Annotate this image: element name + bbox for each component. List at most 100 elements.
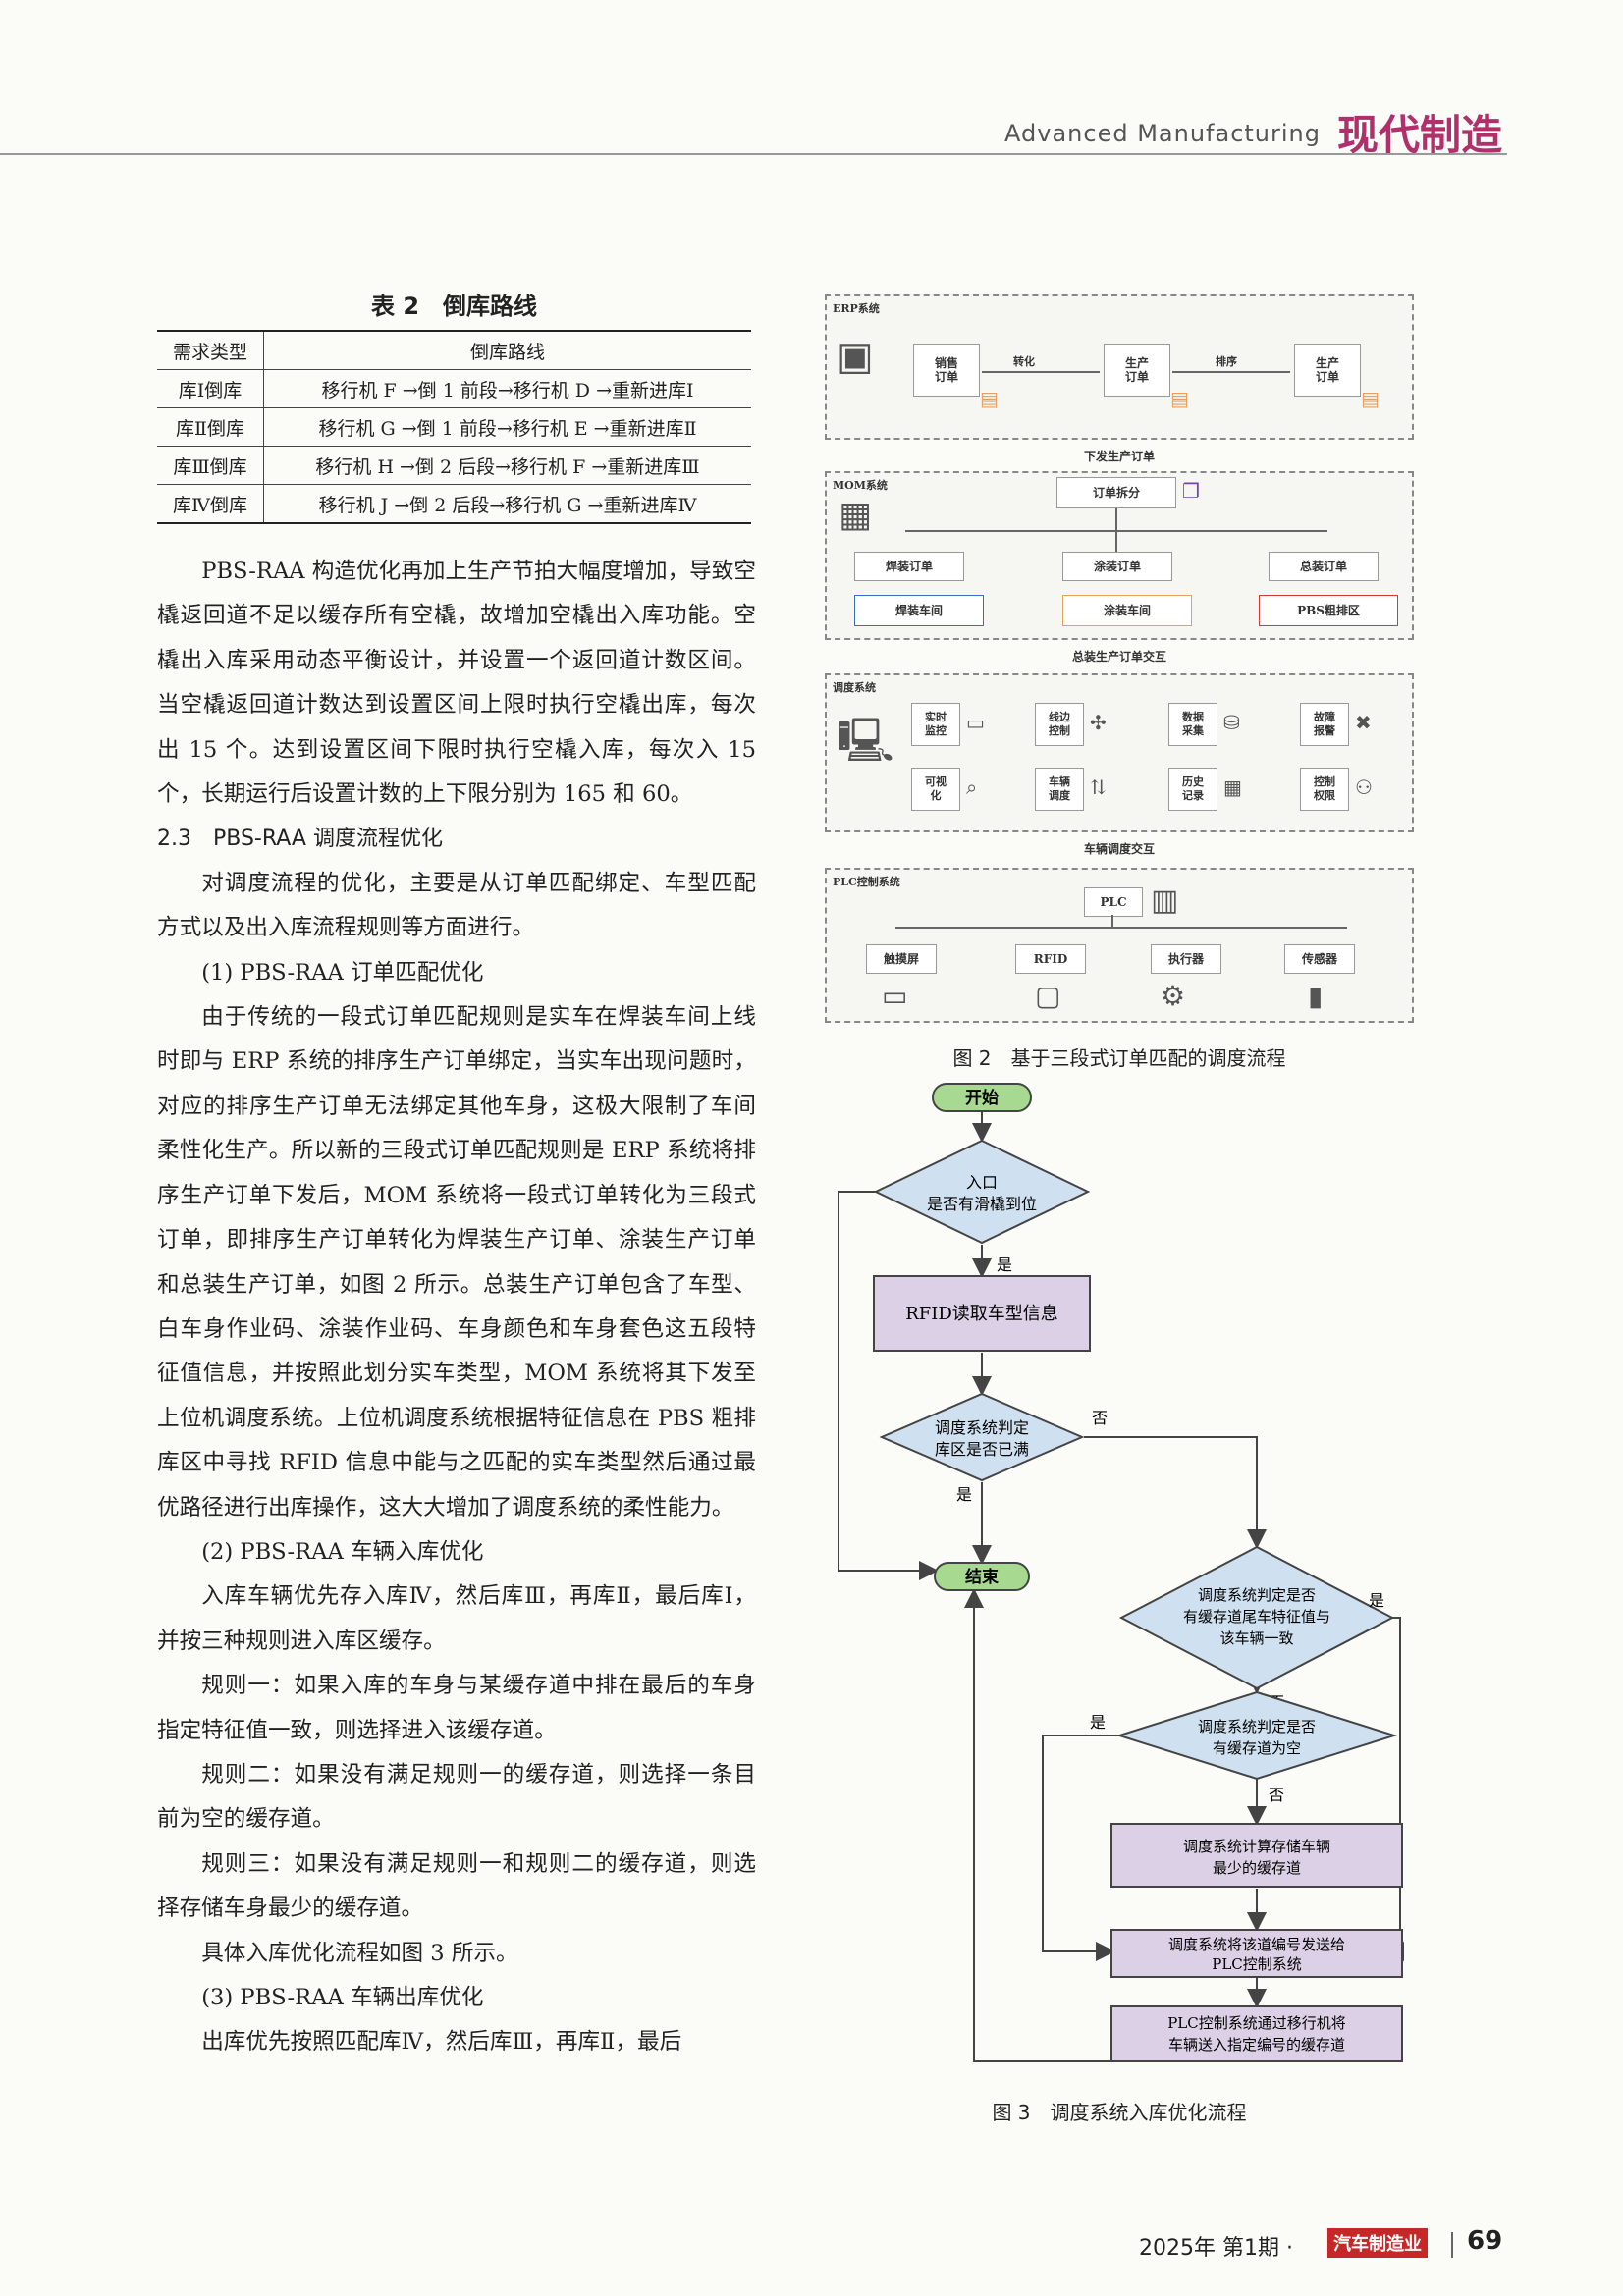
- actuator-box: 执行器: [1151, 944, 1221, 974]
- rfid-read-label: RFID读取车型信息: [905, 1304, 1058, 1324]
- plc-transfer-process: [1110, 2005, 1403, 2062]
- close-icon: ✖: [1355, 711, 1372, 734]
- decision-text-line: 入口: [966, 1173, 998, 1192]
- touchscreen-box: 触摸屏: [866, 944, 937, 974]
- vehicle-dispatch-box: 车辆 调度: [1035, 768, 1084, 811]
- paragraph: 规则一：如果入库的车身与某缓存道中排在最后的车身指定特征值一致，则选择进入该缓存…: [157, 1673, 756, 1743]
- table-cell: 库Ⅲ倒库: [157, 446, 264, 485]
- area-full-decision: [879, 1392, 1085, 1482]
- visual-box: 可视 化: [911, 768, 960, 811]
- magazine-logo: 汽车制造业: [1327, 2228, 1428, 2258]
- production-order-box: 生产 订单: [1294, 344, 1361, 397]
- mom-system-label: MOM系统: [833, 479, 888, 492]
- empty-lane-decision: [1115, 1690, 1398, 1781]
- arrow: [895, 927, 1347, 929]
- users-icon: ⚇: [1355, 775, 1373, 799]
- table-header-cell: 倒库路线: [263, 331, 751, 370]
- issue-order-link: 下发生产订单: [1083, 450, 1155, 463]
- header-chinese-title: 现代制造: [1337, 111, 1503, 159]
- monitor-box: 实时 监控: [911, 703, 960, 746]
- mom-system-block: MOM系统 ▦ 订单拆分 ❐ 焊装订单 涂装订单 总装订单 焊装车间 涂装车间 …: [825, 471, 1414, 640]
- yes-label: 是: [956, 1485, 972, 1504]
- monitor-icon: ▭: [966, 711, 985, 734]
- table-row: 库Ⅱ倒库 移行机 G →倒 1 前段→移行机 E →重新进库Ⅱ: [157, 407, 751, 447]
- start-terminator: [932, 1083, 1032, 1112]
- rfid-read-process: [873, 1275, 1091, 1352]
- move-icon: ✣: [1090, 711, 1107, 734]
- table-header-cell: 需求类型: [157, 331, 264, 370]
- decision-text-line: 有缓存道为空: [1213, 1739, 1301, 1757]
- issue-label: 2025年 第1期 ·: [1139, 2236, 1293, 2261]
- table-row: 库Ⅰ倒库 移行机 F →倒 1 前段→移行机 D →重新进库Ⅰ: [157, 369, 751, 408]
- search-icon: ⌕: [966, 775, 978, 799]
- decision-text-line: 调度系统判定是否: [1198, 1586, 1316, 1604]
- send-lane-process: [1110, 1929, 1403, 1978]
- database-server-icon: ▦: [839, 495, 873, 535]
- order-split-box: 订单拆分: [1056, 477, 1176, 508]
- paragraph: PBS-RAA 构造优化再加上生产节拍大幅度增加，导致空橇返回道不足以缓存所有空…: [157, 559, 756, 808]
- arrow: [905, 530, 1327, 532]
- table-cell: 库Ⅰ倒库: [157, 369, 264, 408]
- process-text-line: 调度系统将该道编号发送给: [1168, 1936, 1345, 1953]
- process-text-line: PLC控制系统通过移行机将: [1167, 2014, 1346, 2032]
- sort-icon: ⇅: [1090, 775, 1107, 799]
- yes-label: 是: [1090, 1713, 1106, 1732]
- header-rule: [0, 153, 1507, 155]
- paragraph: 规则三：如果没有满足规则一和规则二的缓存道，则选择存储车身最少的缓存道。: [157, 1850, 756, 1922]
- decision-text-line: 有缓存道尾车特征值与: [1183, 1608, 1330, 1626]
- subsection-heading: (2) PBS-RAA 车辆入库优化: [201, 1538, 484, 1565]
- welding-order-box: 焊装订单: [854, 552, 964, 581]
- section-heading: 2.3 PBS-RAA 调度流程优化: [157, 827, 443, 852]
- decision-text-line: 调度系统判定是否: [1198, 1718, 1316, 1735]
- table-row: 库Ⅲ倒库 移行机 H →倒 2 后段→移行机 F →重新进库Ⅲ: [157, 446, 751, 485]
- table-cell: 移行机 F →倒 1 前段→移行机 D →重新进库Ⅰ: [263, 369, 751, 408]
- rfid-reader-icon: ▢: [1035, 980, 1061, 1012]
- footer-divider: [1451, 2232, 1453, 2258]
- table-title: 表 2 倒库路线: [370, 293, 538, 320]
- end-terminator: [934, 1562, 1030, 1591]
- rfid-box: RFID: [1015, 944, 1086, 974]
- motor-icon: ⚙: [1161, 980, 1186, 1012]
- no-label: 否: [1269, 1786, 1284, 1804]
- yes-label: 是: [997, 1255, 1012, 1274]
- lineside-control-box: 线边 控制: [1035, 703, 1084, 746]
- decision-text-line: 该车辆一致: [1219, 1629, 1293, 1647]
- plc-box: PLC: [1084, 887, 1143, 917]
- paragraph: 出库优先按照匹配库Ⅳ，然后库Ⅲ，再库Ⅱ，最后: [201, 2029, 682, 2056]
- decision-text-line: 是否有滑橇到位: [927, 1195, 1037, 1213]
- welding-workshop-box: 焊装车间: [854, 595, 984, 626]
- scheduling-system-label: 调度系统: [833, 681, 876, 694]
- table-row: 库Ⅳ倒库 移行机 J →倒 2 后段→移行机 G →重新进库Ⅳ: [157, 484, 751, 524]
- arrow: [1111, 915, 1113, 927]
- scheduling-system-block: 调度系统 🖳 实时 监控 ▭ 线边 控制 ✣ 数据 采集 ⛁ 故障 报警 ✖ 可…: [825, 673, 1414, 832]
- header-english-title: Advanced Manufacturing: [1004, 120, 1321, 147]
- decision-text-line: 库区是否已满: [935, 1440, 1029, 1459]
- sort-label: 排序: [1216, 355, 1237, 368]
- arrow: [982, 371, 1100, 373]
- process-text-line: PLC控制系统: [1212, 1955, 1302, 1973]
- production-order-box: 生产 订单: [1104, 344, 1170, 397]
- figure-2-caption: 图 2 基于三段式订单匹配的调度流程: [952, 1046, 1286, 1070]
- permission-box: 控制 权限: [1300, 768, 1349, 811]
- computer-icon: 🖳: [837, 716, 894, 766]
- flowchart-svg: 开始 入口 是否有滑橇到位 是 RFID读取车型信息 调度系统判定 库区是否已满…: [838, 1083, 1404, 2062]
- document-icon: ▤: [1361, 387, 1380, 410]
- plc-system-block: PLC控制系统 PLC ▥ 触摸屏 RFID 执行器 传感器 ▭ ▢ ⚙ ▮: [825, 868, 1414, 1023]
- paragraph: 具体入库优化流程如图 3 所示。: [201, 1940, 518, 1966]
- copy-icon: ❐: [1182, 479, 1200, 503]
- calendar-icon: ▦: [1223, 775, 1242, 799]
- no-label: 否: [1092, 1409, 1108, 1427]
- assembly-order-box: 总装订单: [1269, 552, 1379, 581]
- subsection-heading: (1) PBS-RAA 订单匹配优化: [201, 959, 484, 986]
- sensor-box: 传感器: [1284, 944, 1355, 974]
- paragraph: 对调度流程的优化，主要是从订单匹配绑定、车型匹配方式以及出入库流程规则等方面进行…: [157, 870, 756, 941]
- fault-alarm-box: 故障 报警: [1300, 703, 1349, 746]
- start-label: 开始: [965, 1088, 999, 1108]
- server-icon: ▣: [837, 334, 874, 379]
- paragraph: 入库车辆优先存入库Ⅳ，然后库Ⅲ，再库Ⅱ，最后库Ⅰ，并按三种规则进入库区缓存。: [157, 1583, 756, 1654]
- painting-order-box: 涂装订单: [1062, 552, 1172, 581]
- process-text-line: 车辆送入指定编号的缓存道: [1168, 2036, 1345, 2054]
- erp-system-block: ERP系统 ▣ 销售 订单 转化 生产 订单 排序 生产 订单 ▤ ▤ ▤: [825, 294, 1414, 440]
- touchscreen-icon: ▭: [882, 980, 908, 1012]
- route-table: 需求类型 倒库路线 库Ⅰ倒库 移行机 F →倒 1 前段→移行机 D →重新进库…: [157, 330, 751, 524]
